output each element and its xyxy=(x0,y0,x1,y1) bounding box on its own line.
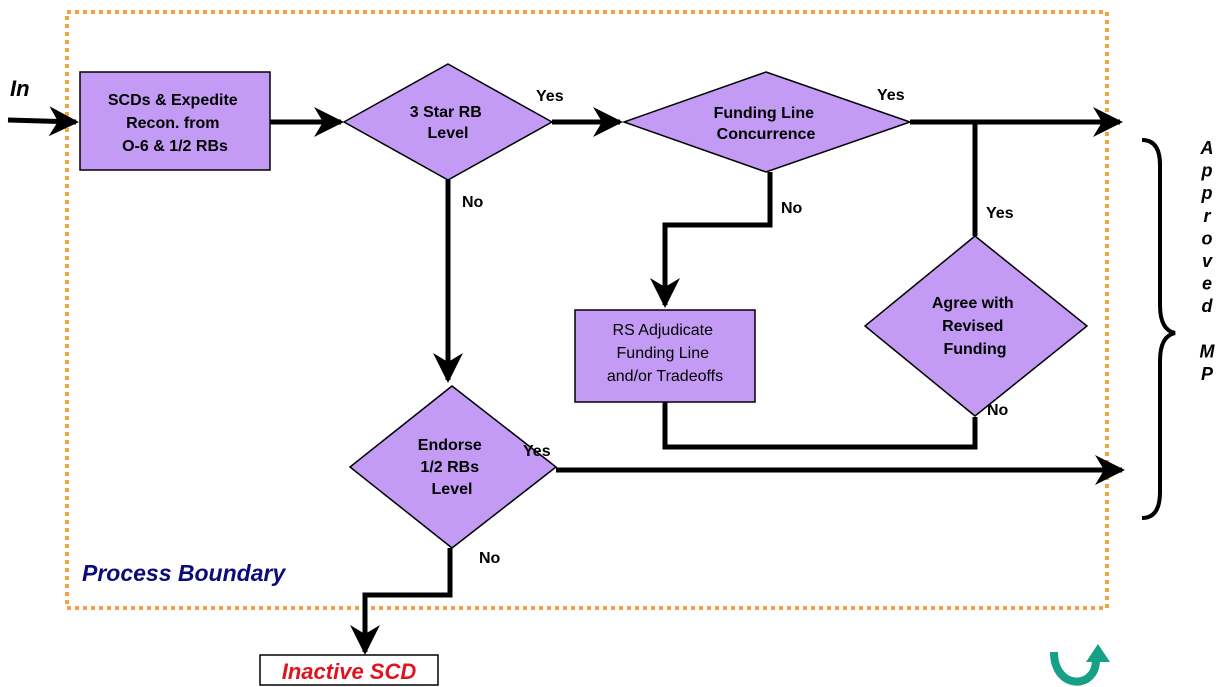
rs-adjudicate-text: RS Adjudicate Funding Line and/or Tradeo… xyxy=(607,322,723,385)
funding-yes-label: Yes xyxy=(877,87,905,104)
three-star-rb-text: 3 Star RB Level xyxy=(410,104,486,142)
approved-mp-letter: d xyxy=(1202,296,1214,316)
agree-no-arrow xyxy=(650,370,978,450)
approved-mp-letter: o xyxy=(1202,228,1213,248)
approved-mp-letter: M xyxy=(1200,341,1216,361)
scds-expedite-box xyxy=(79,71,271,171)
input-arrow xyxy=(7,106,79,137)
endorse-diamond xyxy=(348,385,558,549)
agree-yes-label: Yes xyxy=(986,205,1014,222)
three-star-no-label: No xyxy=(462,194,484,211)
endorse-yes-label: Yes xyxy=(523,443,551,460)
approved-mp-letter: A xyxy=(1200,138,1214,158)
approved-mp-letter: P xyxy=(1201,364,1214,384)
approved-mp-letter: v xyxy=(1202,251,1213,271)
endorse-no-arrow xyxy=(350,548,453,655)
funding-concurrence-diamond xyxy=(621,71,913,173)
three-star-rb-diamond xyxy=(342,63,554,181)
endorse-text: Endorse 1/2 RBs Level xyxy=(418,437,486,498)
agree-revised-text: Agree with Revised Funding xyxy=(932,295,1018,358)
right-brace-icon xyxy=(1141,138,1176,520)
endorse-no-label: No xyxy=(479,550,501,567)
scds-expedite-text: SCDs & Expedite Recon. from O-6 & 1/2 RB… xyxy=(108,92,242,155)
connectors xyxy=(7,106,1125,655)
process-boundary-box xyxy=(65,10,1109,610)
funding-no-arrow xyxy=(650,172,773,308)
approved-mp-letter: e xyxy=(1202,274,1212,294)
agree-revised-diamond xyxy=(863,235,1089,417)
funding-concurrence-text: Funding Line Concurrence xyxy=(714,105,819,143)
process-boundary-label: Process Boundary xyxy=(82,560,286,586)
inactive-scd-label: Inactive SCD xyxy=(282,659,417,684)
agree-no-label: No xyxy=(987,402,1009,419)
three-star-yes-label: Yes xyxy=(536,88,564,105)
rs-adjudicate-box xyxy=(574,309,756,403)
approved-mp-letter: p xyxy=(1201,161,1213,181)
inactive-scd-box xyxy=(259,654,439,686)
approved-mp-letter: r xyxy=(1203,206,1211,226)
input-label: In xyxy=(10,76,30,101)
approved-mp-letter: p xyxy=(1201,183,1213,203)
funding-no-label: No xyxy=(781,200,803,217)
circular-arrow-icon xyxy=(1050,644,1110,686)
